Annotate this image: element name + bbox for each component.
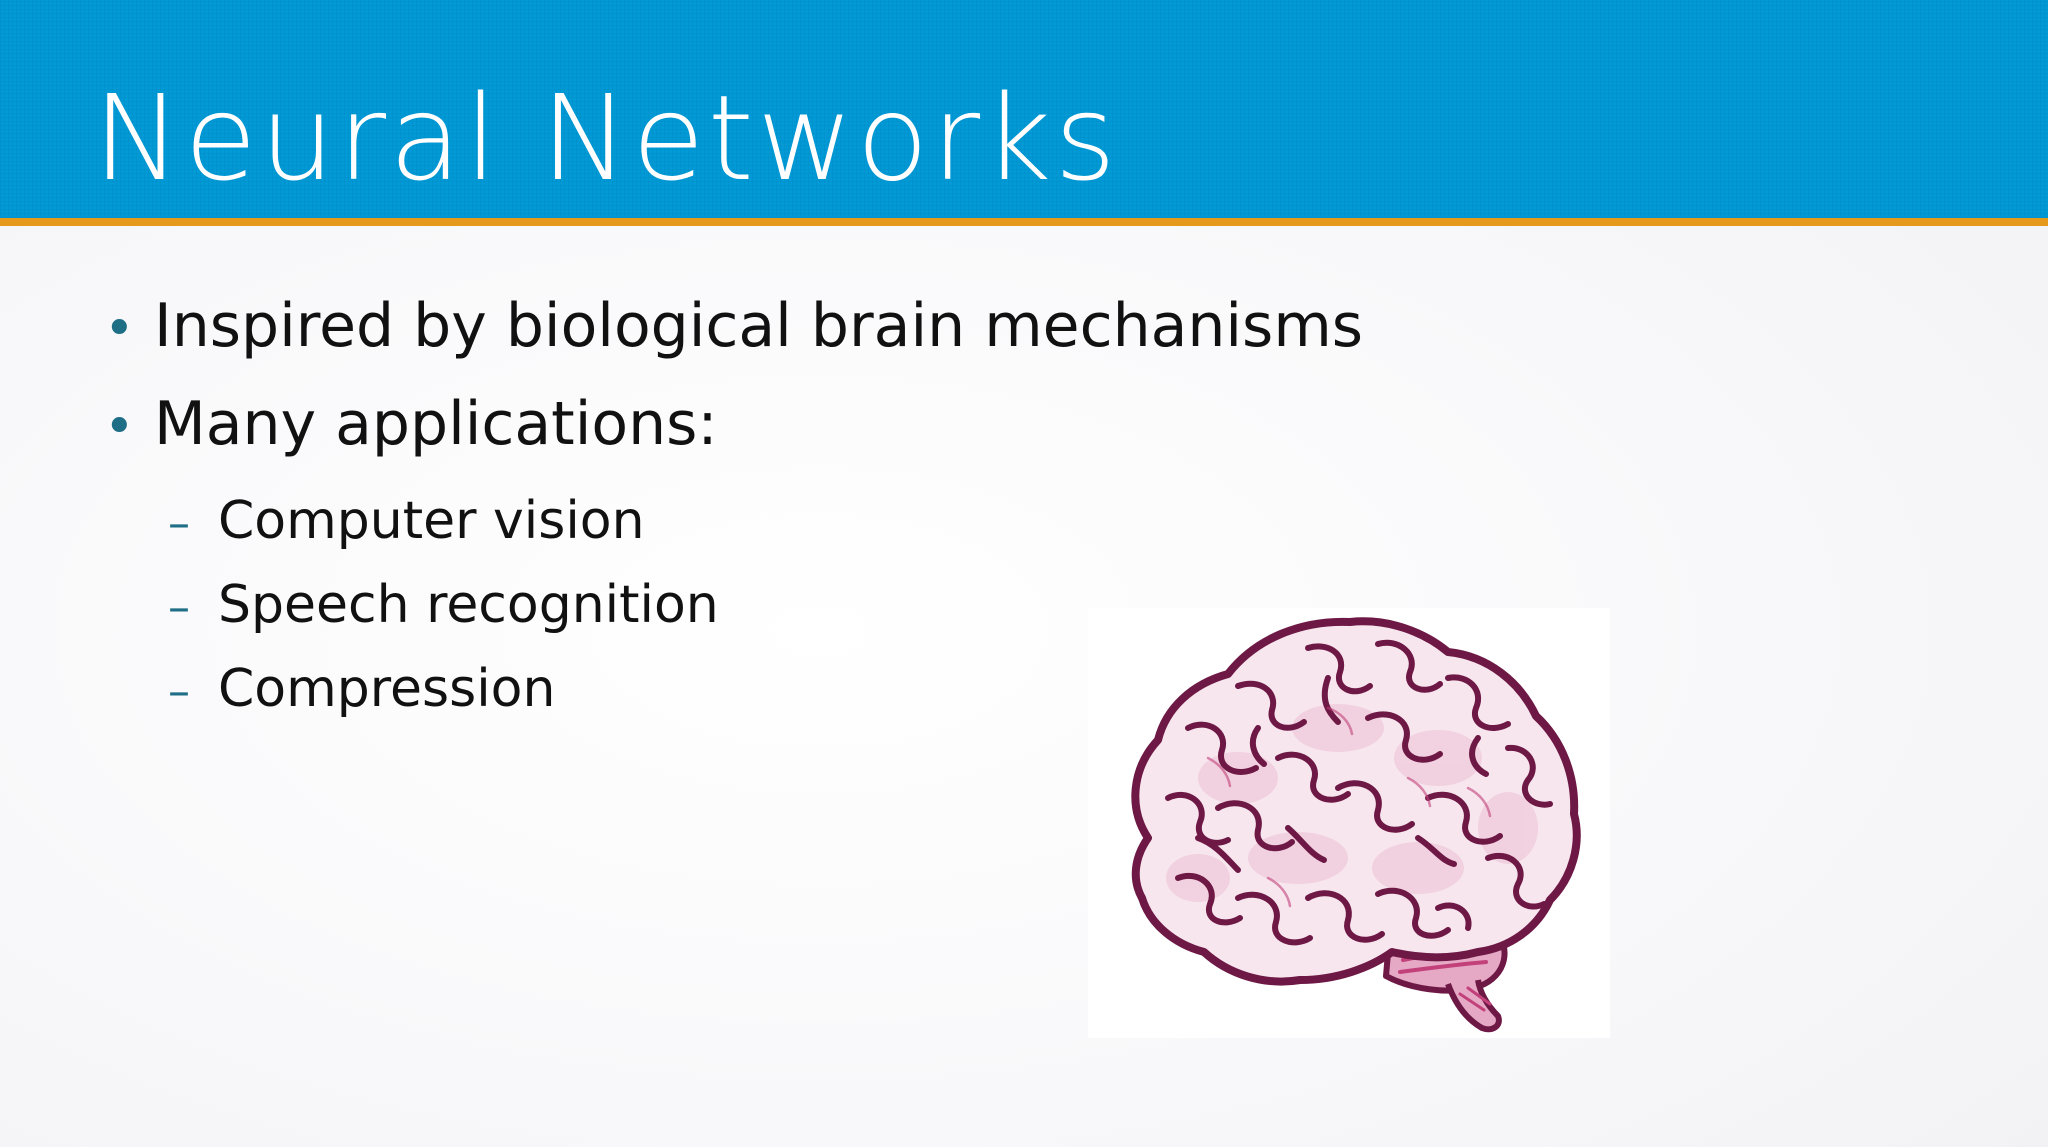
sub-bullet-marker: – — [168, 582, 190, 633]
bullet-text: Inspired by biological brain mechanisms — [154, 291, 1364, 361]
title-underline — [0, 218, 2048, 226]
sub-bullet-item: –Speech recognition — [168, 572, 719, 641]
bullet-item: • Many applications: — [104, 386, 718, 465]
sub-bullet-item: –Computer vision — [168, 488, 645, 557]
sub-bullet-text: Speech recognition — [218, 575, 719, 635]
sub-bullet-item: –Compression — [168, 656, 555, 725]
brain-icon — [1131, 617, 1581, 1033]
slide-title: Neural Networks — [93, 69, 1119, 207]
bullet-marker: • — [104, 299, 135, 359]
bullet-text: Many applications: — [154, 389, 718, 459]
sub-bullet-marker: – — [168, 666, 190, 717]
title-banner: Neural Networks — [0, 0, 2048, 218]
bullet-marker: • — [104, 397, 135, 457]
sub-bullet-text: Compression — [218, 659, 556, 719]
sub-bullet-text: Computer vision — [218, 491, 645, 551]
sub-bullet-marker: – — [168, 498, 190, 549]
brain-illustration — [1088, 608, 1610, 1038]
bullet-item: • Inspired by biological brain mechanisms — [104, 288, 1363, 367]
